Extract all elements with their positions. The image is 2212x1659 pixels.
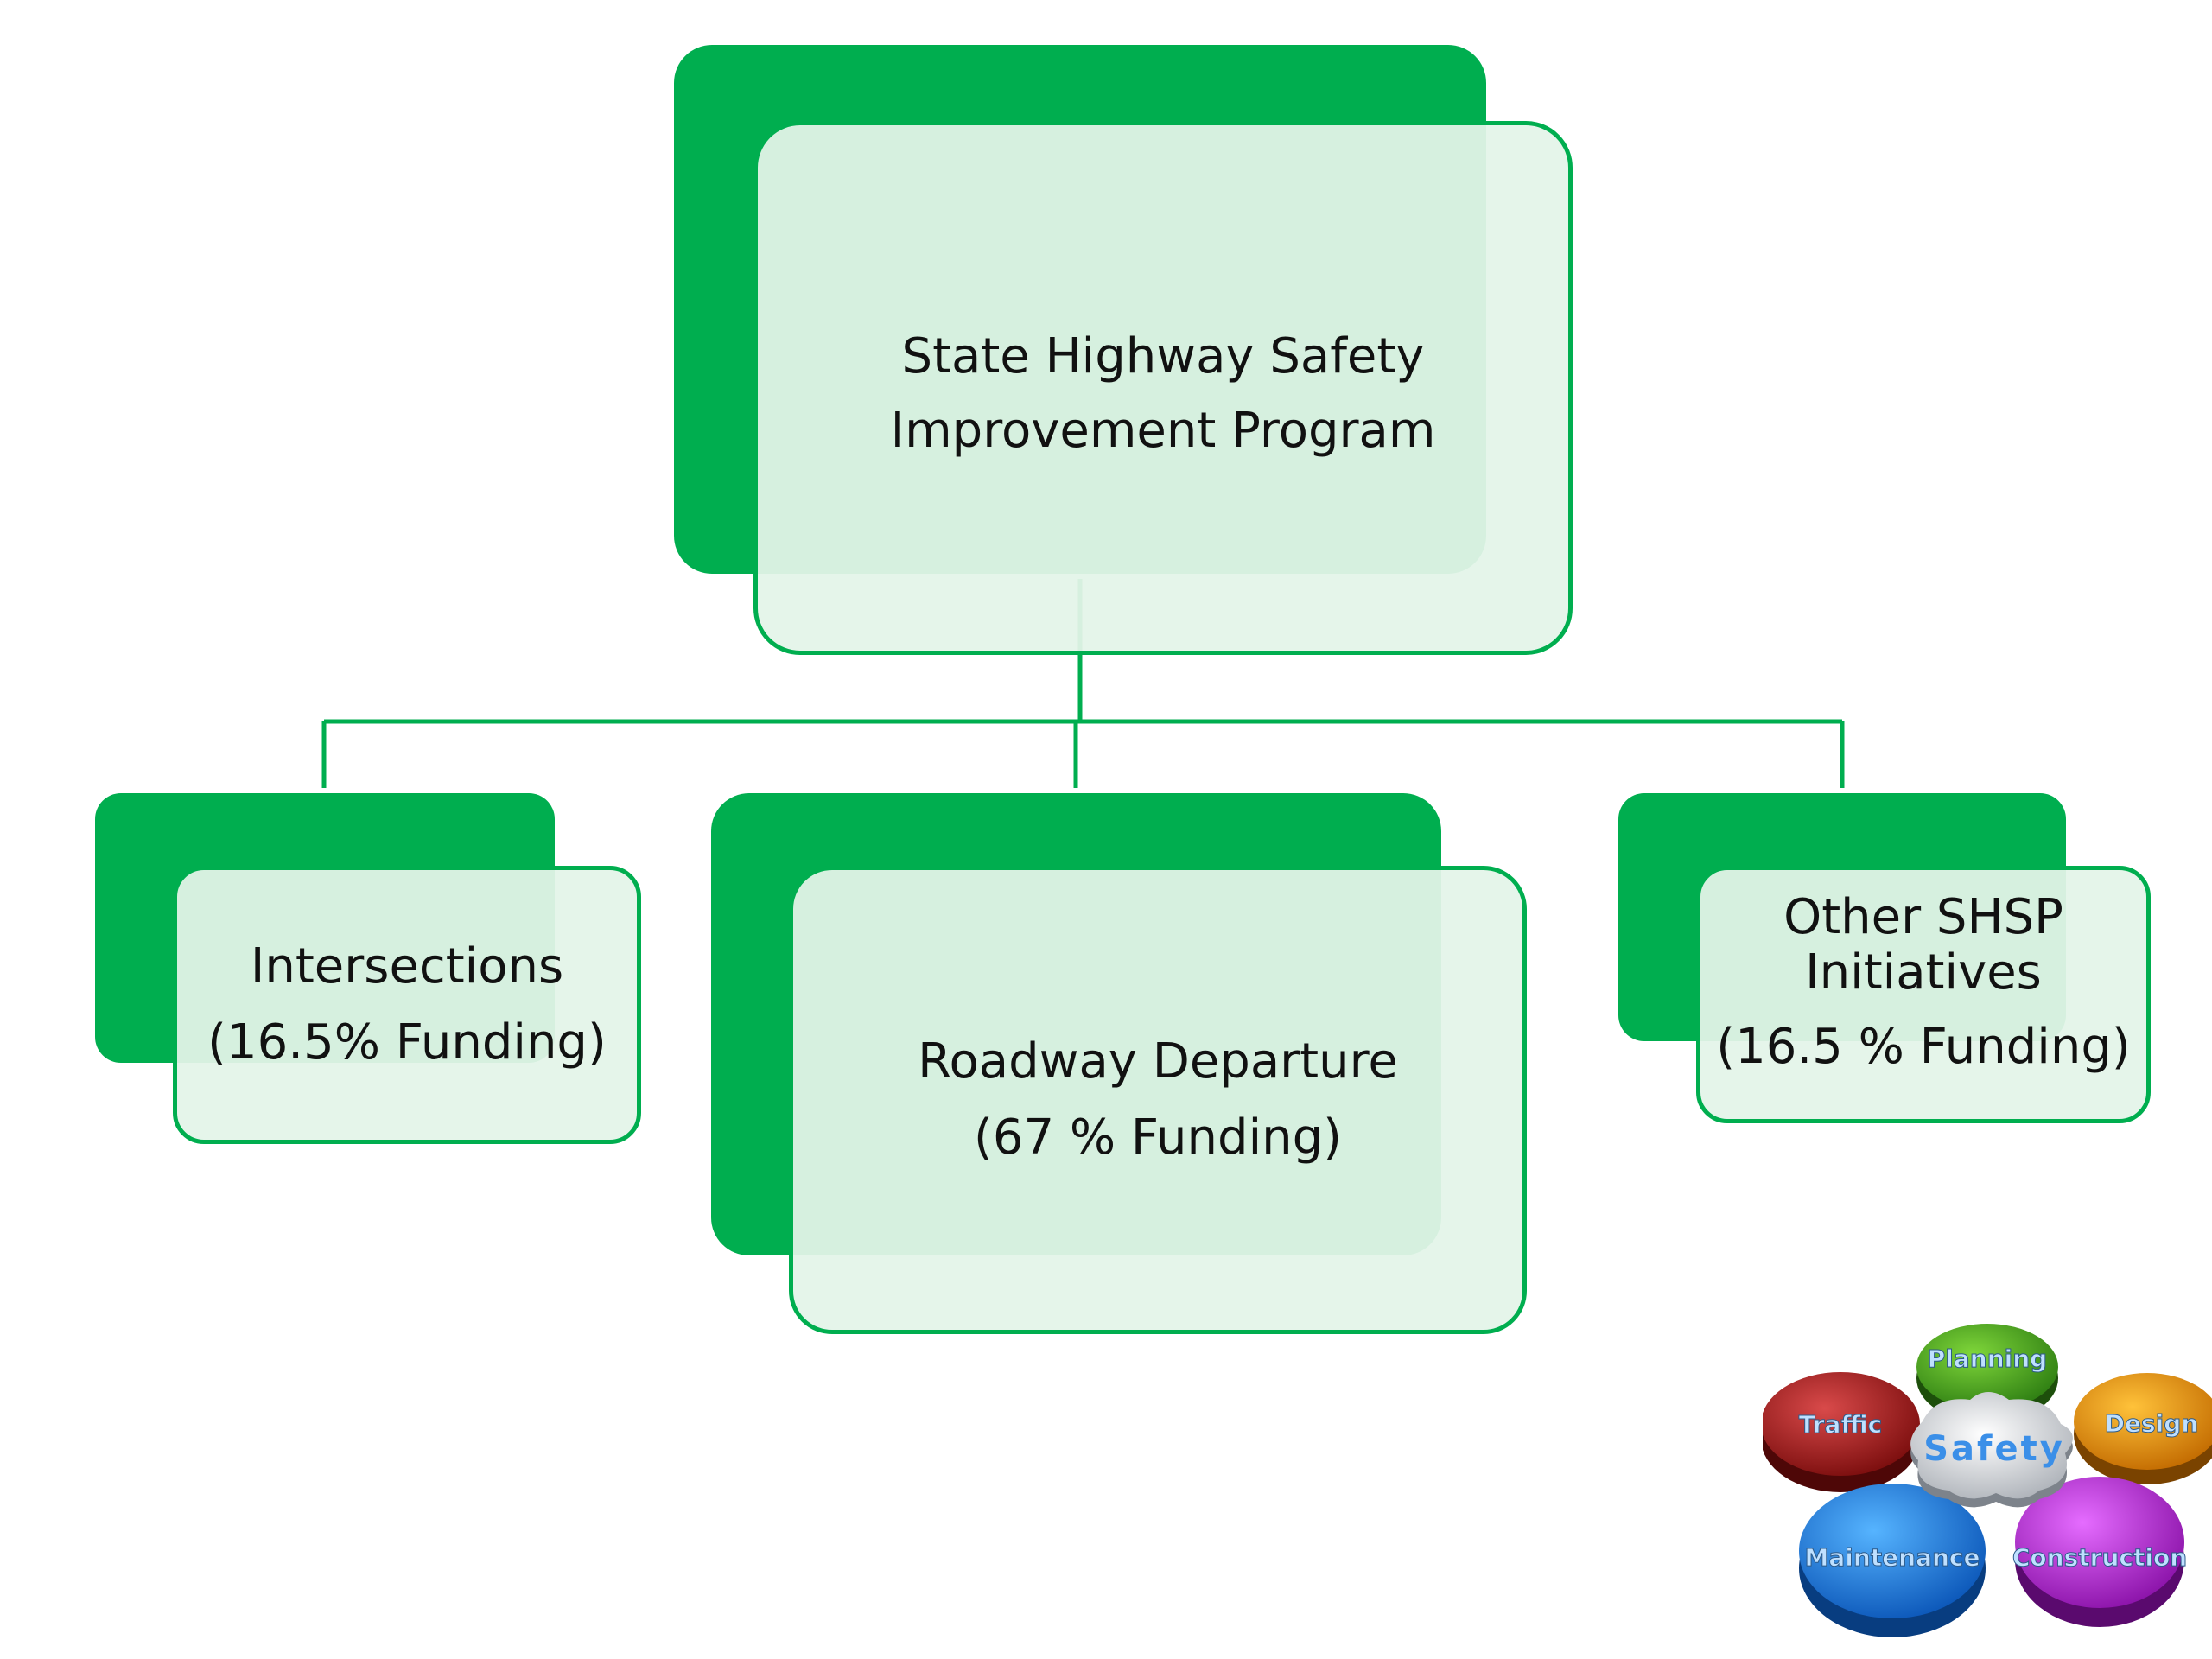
other-shsp-funding: (16.5 % Funding) [1716,1019,2131,1075]
root-node-card [753,121,1573,655]
root-node-label: State Highway Safety Improvement Program [753,320,1573,468]
other-shsp-title-line1: Other SHSP [1783,889,2063,945]
roadway-departure-label: Roadway Departure (67 % Funding) [789,1024,1527,1176]
design-piece: Design [2074,1373,2212,1470]
construction-piece: Construction [2012,1477,2188,1608]
other-shsp-label: Other SHSP Initiatives (16.5 % Funding) [1696,890,2151,1075]
roadway-departure-title: Roadway Departure [918,1033,1398,1090]
root-node-title-line2: Improvement Program [890,403,1436,459]
intersections-card [173,866,641,1144]
other-shsp-card [1696,866,2151,1123]
intersections-title: Intersections [250,938,564,995]
safety-center-piece: Safety [1910,1392,2073,1508]
maintenance-label: Maintenance [1804,1543,1980,1572]
root-node-title-line1: State Highway Safety [901,328,1425,385]
construction-label: Construction [2012,1543,2187,1572]
planning-label: Planning [1928,1344,2047,1373]
maintenance-piece: Maintenance [1799,1484,1986,1618]
intersections-funding: (16.5% Funding) [207,1014,607,1071]
roadway-departure-card [789,866,1527,1334]
traffic-piece: Traffic [1763,1372,1920,1476]
traffic-label: Traffic [1799,1410,1883,1439]
safety-label: Safety [1923,1429,2065,1469]
other-shsp-title-line2: Initiatives [1805,944,2042,1001]
safety-puzzle-logo: Planning Design Construction Maintenance… [1763,1324,2212,1637]
planning-piece: Planning [1916,1324,2058,1410]
intersections-label: Intersections (16.5% Funding) [173,929,641,1081]
design-label: Design [2105,1409,2198,1438]
roadway-departure-funding: (67 % Funding) [973,1109,1343,1166]
